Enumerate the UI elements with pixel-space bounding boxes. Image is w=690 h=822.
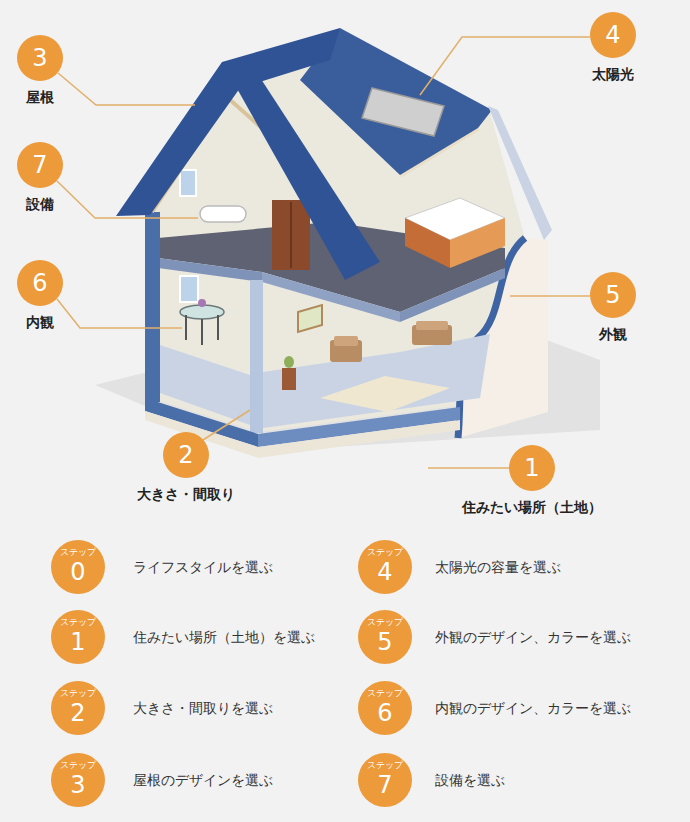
furniture-part bbox=[185, 315, 187, 340]
step-badge: ステップ 5 bbox=[358, 610, 412, 664]
furniture-part bbox=[298, 305, 322, 332]
furniture-part bbox=[284, 356, 294, 368]
furniture-part bbox=[416, 321, 448, 330]
callout: 7 設備 bbox=[17, 142, 63, 213]
step-description: 屋根のデザインを選ぶ bbox=[133, 771, 273, 789]
callout-label: 太陽光 bbox=[592, 66, 634, 83]
step-description: 大きさ・間取りを選ぶ bbox=[133, 699, 273, 717]
step-word: ステップ bbox=[367, 689, 403, 698]
leader-lines-part bbox=[57, 299, 182, 328]
ground-floor-part bbox=[320, 376, 450, 412]
callout-label: 屋根 bbox=[26, 89, 54, 106]
upper-room-part bbox=[290, 202, 292, 268]
leader-lines-part bbox=[58, 73, 195, 105]
step-word: ステップ bbox=[60, 761, 96, 770]
upper-room-part bbox=[450, 218, 505, 268]
step-number: 2 bbox=[70, 701, 85, 725]
step-description: 設備を選ぶ bbox=[435, 771, 505, 789]
step-badge: ステップ 2 bbox=[51, 681, 105, 735]
callout-label: 内観 bbox=[26, 314, 54, 331]
step-number: 3 bbox=[70, 773, 85, 797]
callout-number: 1 bbox=[524, 456, 539, 480]
windows-part bbox=[180, 276, 198, 302]
callout: 1 住みたい場所（土地） bbox=[462, 445, 602, 516]
step-word: ステップ bbox=[367, 761, 403, 770]
step-description: ライフスタイルを選ぶ bbox=[133, 558, 273, 576]
step-number: 7 bbox=[377, 773, 392, 797]
furniture-part bbox=[217, 315, 219, 340]
step-number: 4 bbox=[377, 560, 392, 584]
upper-room-part bbox=[272, 200, 310, 270]
step-number: 1 bbox=[70, 630, 85, 654]
furniture-part bbox=[282, 368, 296, 390]
callout-number: 4 bbox=[605, 23, 620, 47]
step-word: ステップ bbox=[60, 689, 96, 698]
furniture-part bbox=[201, 319, 203, 345]
upper-floor-part bbox=[158, 258, 262, 282]
leader-lines-part bbox=[428, 467, 509, 469]
furniture-part bbox=[198, 299, 206, 307]
callout-number: 5 bbox=[605, 283, 620, 307]
step-number: 0 bbox=[70, 560, 85, 584]
step-word: ステップ bbox=[367, 618, 403, 627]
callout-number: 7 bbox=[32, 153, 47, 177]
step-badge: ステップ 0 bbox=[51, 540, 105, 594]
callout-circle: 4 bbox=[590, 12, 636, 58]
step-badge: ステップ 4 bbox=[358, 540, 412, 594]
roof-part bbox=[222, 62, 380, 280]
step-badge: ステップ 1 bbox=[51, 610, 105, 664]
leader-lines-part bbox=[510, 295, 590, 297]
leader-lines-part bbox=[57, 181, 198, 218]
callout: 3 屋根 bbox=[17, 35, 63, 106]
callout-circle: 1 bbox=[509, 445, 555, 491]
step-word: ステップ bbox=[60, 618, 96, 627]
step-word: ステップ bbox=[60, 548, 96, 557]
callout-circle: 3 bbox=[17, 35, 63, 81]
solar-panel bbox=[362, 88, 444, 136]
upper-floor-part bbox=[400, 268, 505, 322]
step-number: 6 bbox=[377, 701, 392, 725]
step-badge: ステップ 6 bbox=[358, 681, 412, 735]
callout: 2 大きさ・間取り bbox=[137, 432, 235, 503]
walls-part bbox=[250, 280, 263, 433]
leader-lines bbox=[57, 37, 590, 468]
callout: 4 太陽光 bbox=[590, 12, 636, 83]
callout: 5 外観 bbox=[590, 272, 636, 343]
callout-circle: 7 bbox=[17, 142, 63, 188]
step-badge: ステップ 7 bbox=[358, 753, 412, 807]
solar-panel-part bbox=[362, 88, 444, 136]
callout-label: 外観 bbox=[599, 326, 627, 343]
walls-part bbox=[145, 212, 160, 402]
callout-number: 2 bbox=[178, 443, 193, 467]
step-number: 5 bbox=[377, 630, 392, 654]
furniture-part bbox=[334, 336, 358, 346]
callout-circle: 6 bbox=[17, 260, 63, 306]
upper-floor-part bbox=[262, 272, 400, 322]
leader-lines-part bbox=[203, 410, 250, 440]
upper-room-part bbox=[200, 206, 246, 222]
roof-part bbox=[488, 106, 552, 240]
step-badge: ステップ 3 bbox=[51, 753, 105, 807]
leader-lines-part bbox=[420, 37, 590, 95]
callout-label: 設備 bbox=[26, 196, 54, 213]
callout-number: 6 bbox=[32, 271, 47, 295]
roof bbox=[116, 28, 552, 280]
step-description: 太陽光の容量を選ぶ bbox=[435, 558, 561, 576]
step-description: 内観のデザイン、カラーを選ぶ bbox=[435, 699, 631, 717]
callout-number: 3 bbox=[32, 46, 47, 70]
windows-part bbox=[180, 170, 196, 196]
step-description: 住みたい場所（土地）を選ぶ bbox=[133, 628, 315, 646]
upper-room-part bbox=[405, 218, 450, 268]
callout: 6 内観 bbox=[17, 260, 63, 331]
step-word: ステップ bbox=[367, 548, 403, 557]
step-description: 外観のデザイン、カラーを選ぶ bbox=[435, 628, 631, 646]
callout-label: 大きさ・間取り bbox=[137, 486, 235, 503]
callout-circle: 2 bbox=[163, 432, 209, 478]
callout-label: 住みたい場所（土地） bbox=[462, 499, 602, 516]
callout-circle: 5 bbox=[590, 272, 636, 318]
